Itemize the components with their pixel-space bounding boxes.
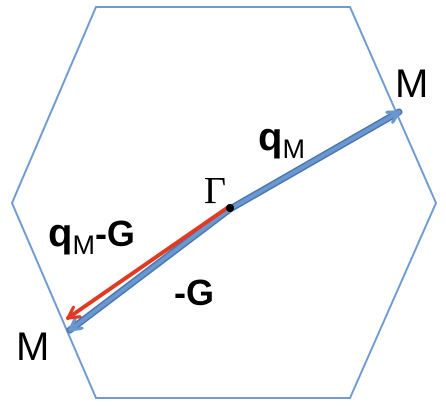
qm-minus-g-arrow	[66, 206, 229, 320]
q-m-label-sub: M	[282, 134, 305, 164]
q-m-label: qM	[258, 115, 305, 164]
gamma-point	[226, 204, 234, 212]
q-m-arrow	[228, 110, 401, 211]
neg-g-label: -G	[174, 272, 214, 313]
qm-minus-g-label-q: q	[48, 211, 72, 255]
gamma-label: Γ	[204, 170, 226, 212]
q-m-label-q: q	[258, 115, 282, 159]
hexagon-boundary	[10, 6, 438, 399]
qm-minus-g-label-sub: M	[72, 230, 95, 260]
m-point-label-top: M	[395, 62, 428, 106]
qm-minus-g-label: qM-G	[48, 211, 135, 260]
neg-g-arrow	[68, 207, 232, 332]
m-point-label-bottom: M	[16, 325, 49, 369]
qm-minus-g-label-rest: -G	[95, 213, 135, 254]
